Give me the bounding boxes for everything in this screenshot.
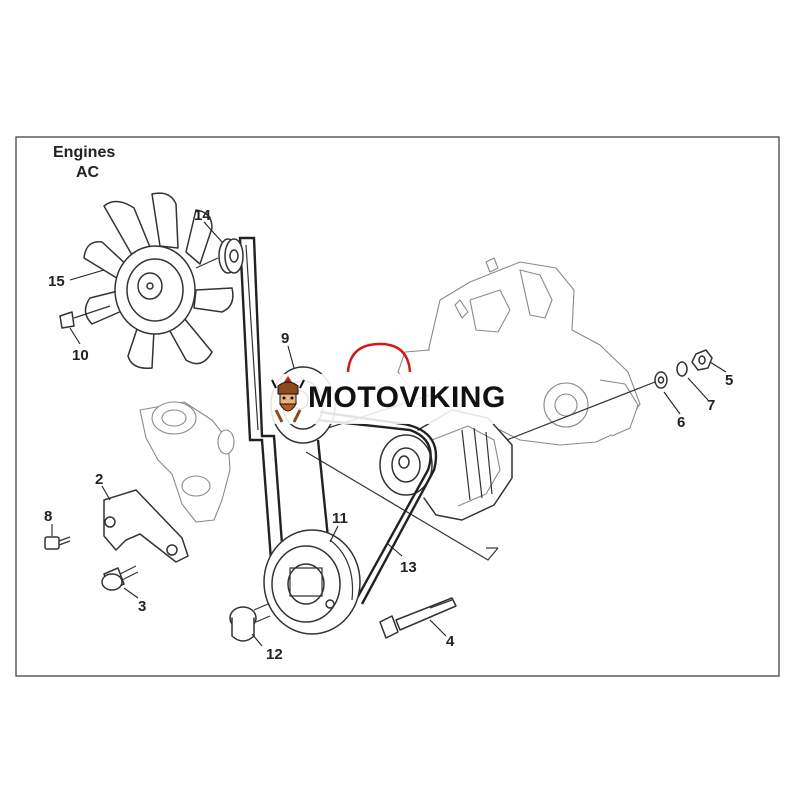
callout-2: 2 [95, 471, 103, 488]
callout-15: 15 [48, 273, 65, 290]
callout-12: 12 [266, 646, 283, 663]
thermostat-housing [139, 401, 235, 523]
callout-10: 10 [72, 347, 89, 364]
engines-label: Engines [53, 144, 115, 161]
alternator [379, 409, 513, 521]
callout-9: 9 [281, 330, 289, 347]
washer-plain [654, 371, 668, 389]
callout-14: 14 [194, 207, 211, 224]
tensioner-bracket [103, 489, 189, 563]
watermark-band [268, 374, 536, 424]
callout-13: 13 [400, 559, 417, 576]
logo-arc [346, 342, 412, 373]
callout-11: 11 [332, 510, 348, 527]
bracket-flange-bolt [101, 565, 139, 591]
callout-6: 6 [677, 414, 685, 431]
callout-7: 7 [707, 397, 715, 414]
watermark-text: MOTOVIKING [308, 381, 506, 414]
nut [691, 349, 713, 371]
crank-pulley [263, 529, 361, 635]
washer-spring [676, 361, 688, 377]
callout-3: 3 [138, 598, 146, 615]
fan-bolt [59, 305, 111, 329]
viking-logo-icon [271, 376, 305, 423]
bracket-bolt [44, 536, 71, 550]
alternator-bolt [379, 597, 457, 639]
callout-4: 4 [446, 633, 455, 650]
ac-label: AC [76, 164, 100, 181]
callout-8: 8 [44, 508, 52, 525]
fan-spacer [195, 238, 244, 274]
callout-5: 5 [725, 372, 733, 389]
